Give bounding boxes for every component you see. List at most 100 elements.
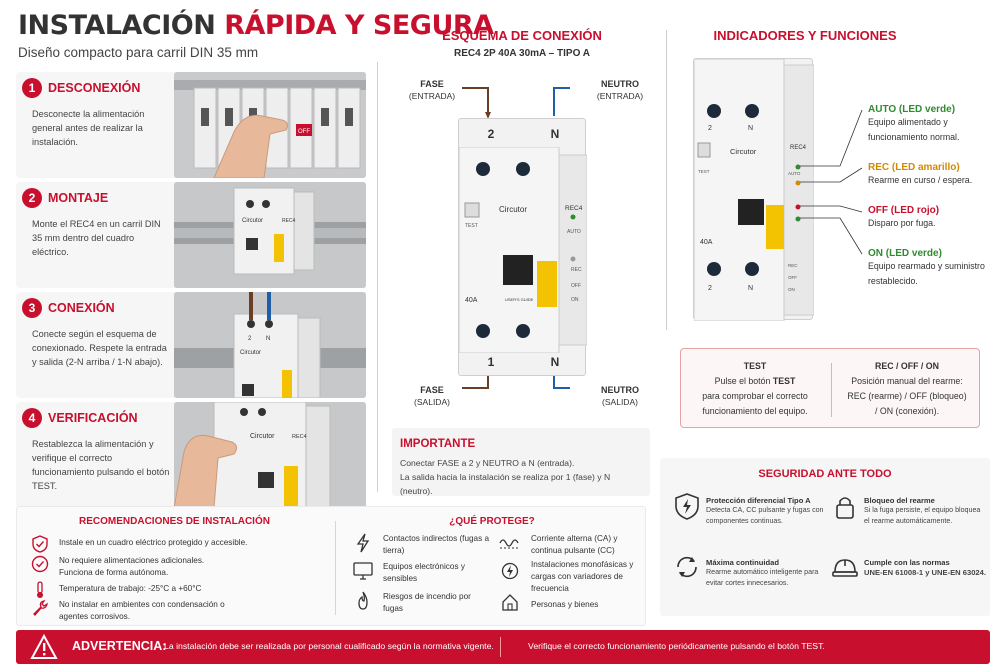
indicator-leader-lines — [800, 109, 863, 255]
protege-item: Corriente alterna (CA) y continua pulsan… — [531, 534, 618, 555]
seguridad-box: SEGURIDAD ANTE TODO Protección diferenci… — [660, 458, 990, 616]
device-off-label: OFF — [571, 283, 581, 289]
rec-info-line-3: / ON (conexión). — [874, 406, 940, 416]
title-part-a: INSTALACIÓN — [18, 10, 216, 41]
photo-brand-label: Circutor — [242, 218, 263, 224]
rec-info-line-1: Posición manual del rearme: — [851, 376, 963, 386]
device-off-label: OFF — [788, 275, 797, 280]
warning-title: ADVERTENCIA: — [72, 639, 167, 653]
wrench-icon — [33, 600, 48, 616]
important-box: IMPORTANTE Conectar FASE a 2 y NEUTRO a … — [392, 428, 650, 496]
photo-terminal-n: N — [266, 336, 270, 342]
bolt-icon — [356, 533, 370, 553]
device-model: REC4 — [790, 145, 807, 151]
wave-icon — [499, 539, 519, 549]
wiring-diagram — [462, 87, 570, 389]
step-title: CONEXIÓN — [48, 301, 115, 315]
indicators-title: INDICADORES Y FUNCIONES — [713, 28, 897, 43]
device-auto-label: AUTO — [788, 171, 801, 176]
test-info-title: TEST — [743, 361, 767, 371]
important-line-1: Conectar FASE a 2 y NEUTRO a N (entrada)… — [400, 458, 575, 468]
shield-bolt-icon — [675, 493, 699, 520]
seguridad-item-heading: Máxima continuidad — [706, 558, 779, 567]
step-photo-disconnect: OFF — [174, 72, 366, 178]
important-line-2: La salida hacia la instalación se realiz… — [400, 472, 611, 496]
indicator-off: OFF (LED rojo) Disparo por fuga. — [868, 205, 993, 231]
protege-title: ¿QUÉ PROTEGE? — [449, 516, 535, 527]
step-4: 4 VERIFICACIÓN Restablezca la alimentaci… — [16, 402, 366, 508]
divider — [335, 521, 336, 615]
title-part-b: RÁPIDA Y SEGURA — [224, 10, 494, 41]
device-auto-label: AUTO — [567, 229, 581, 235]
rec-off-on-info: REC / OFF / ON Posición manual del rearm… — [835, 359, 979, 419]
photo-brand-label: Circutor — [240, 350, 261, 356]
test-info-line-1: Pulse el botón — [714, 376, 771, 386]
device-rec-label: REC — [788, 263, 798, 268]
rec-info-title: REC / OFF / ON — [874, 361, 940, 371]
helmet-icon — [832, 559, 858, 577]
recommendation-item: Temperatura de trabajo: -25°C a +60°C — [59, 584, 202, 593]
label-neutro-salida: NEUTRO(SALIDA) — [601, 385, 639, 407]
photo-model-label: REC4 — [282, 218, 296, 224]
step-photo-mounting: Circutor REC4 — [174, 182, 366, 288]
schema-subtitle: REC4 2P 40A 30mA – TIPO A — [454, 48, 590, 59]
terminal-2-label: 2 — [487, 127, 495, 141]
seguridad-item-3: Máxima continuidad Rearme automático int… — [706, 558, 824, 589]
indicator-text: Rearme en curso / espera. — [868, 175, 973, 185]
device-terminal-n-bottom: N — [748, 285, 754, 292]
indicator-text: Equipo rearmado y suministro restablecid… — [868, 261, 985, 286]
photo-brand-label: Circutor — [250, 433, 275, 440]
terminal-1-label: 1 — [487, 355, 495, 369]
device-rating: 40A — [465, 297, 478, 304]
indicator-heading: ON (LED verde) — [868, 248, 942, 259]
seguridad-item-text: Si la fuga persiste, el equipo bloquea e… — [864, 506, 981, 525]
protege-item: Personas y bienes — [531, 600, 599, 609]
step-number: 3 — [22, 298, 42, 318]
test-info-line-3: funcionamiento del equipo. — [702, 406, 808, 416]
warning-bar: ADVERTENCIA: La instalación debe ser rea… — [16, 630, 990, 664]
divider — [666, 30, 667, 330]
divider — [377, 62, 378, 492]
device-terminal-n: N — [748, 125, 754, 132]
seguridad-item-heading: Bloqueo del rearme — [864, 496, 935, 505]
protege-item: Equipos electrónicos y sensibles — [383, 562, 465, 583]
important-title: IMPORTANTE — [400, 438, 476, 450]
lock-icon — [836, 497, 854, 519]
indicator-on: ON (LED verde) Equipo rearmado y suminis… — [868, 248, 993, 289]
flame-icon — [358, 591, 368, 610]
step-text: Monte el REC4 en un carril DIN 35 mm den… — [32, 219, 161, 257]
test-info: TEST Pulse el botón TEST para comprobar … — [685, 359, 825, 419]
seguridad-item-text: Detecta CA, CC pulsante y fugas con comp… — [706, 506, 824, 525]
device-terminal-2: 2 — [708, 125, 712, 132]
page-title: INSTALACIÓN RÁPIDA Y SEGURA — [18, 10, 494, 41]
device-rating: 40A — [700, 239, 713, 246]
photo-terminal-2: 2 — [248, 336, 252, 342]
label-fase-entrada: FASE(ENTRADA) — [408, 79, 456, 101]
rec-info-line-2: REC (rearme) / OFF (bloqueo) — [847, 391, 967, 401]
check-circle-icon — [31, 555, 49, 573]
step-title: VERIFICACIÓN — [48, 411, 138, 425]
device-model: REC4 — [565, 205, 583, 212]
protege-item: Contactos indirectos (fugas a tierra) — [383, 534, 490, 555]
indicator-heading: AUTO (LED verde) — [868, 104, 956, 115]
device-user-guide: USER'S GUIDE — [505, 297, 534, 302]
step-photo-connection: 2 N Circutor — [174, 292, 366, 398]
seguridad-title: SEGURIDAD ANTE TODO — [758, 468, 892, 480]
seguridad-item-heading: Cumple con las normas — [864, 558, 950, 567]
seguridad-item-text: UNE-EN 61008-1 y UNE-EN 63024. — [864, 568, 986, 577]
check-shield-icon — [32, 535, 48, 553]
step-number: 4 — [22, 408, 42, 428]
indicator-auto: AUTO (LED verde) Equipo alimentado y fun… — [868, 104, 993, 145]
thermometer-icon — [37, 581, 43, 598]
test-info-line-2: para comprobar el correcto — [702, 391, 808, 401]
device-test-label: TEST — [698, 169, 710, 174]
photo-model-label: REC4 — [292, 434, 307, 440]
recommendations-title: RECOMENDACIONES DE INSTALACIÓN — [79, 516, 270, 527]
step-number: 2 — [22, 188, 42, 208]
terminal-n-bottom-label: N — [550, 355, 560, 369]
testbox-divider — [831, 363, 832, 417]
seguridad-item-4: Cumple con las normas UNE-EN 61008-1 y U… — [864, 558, 986, 578]
protege-item: Riesgos de incendio por fugas — [383, 592, 471, 613]
house-icon — [502, 594, 518, 611]
refresh-icon — [677, 556, 697, 578]
